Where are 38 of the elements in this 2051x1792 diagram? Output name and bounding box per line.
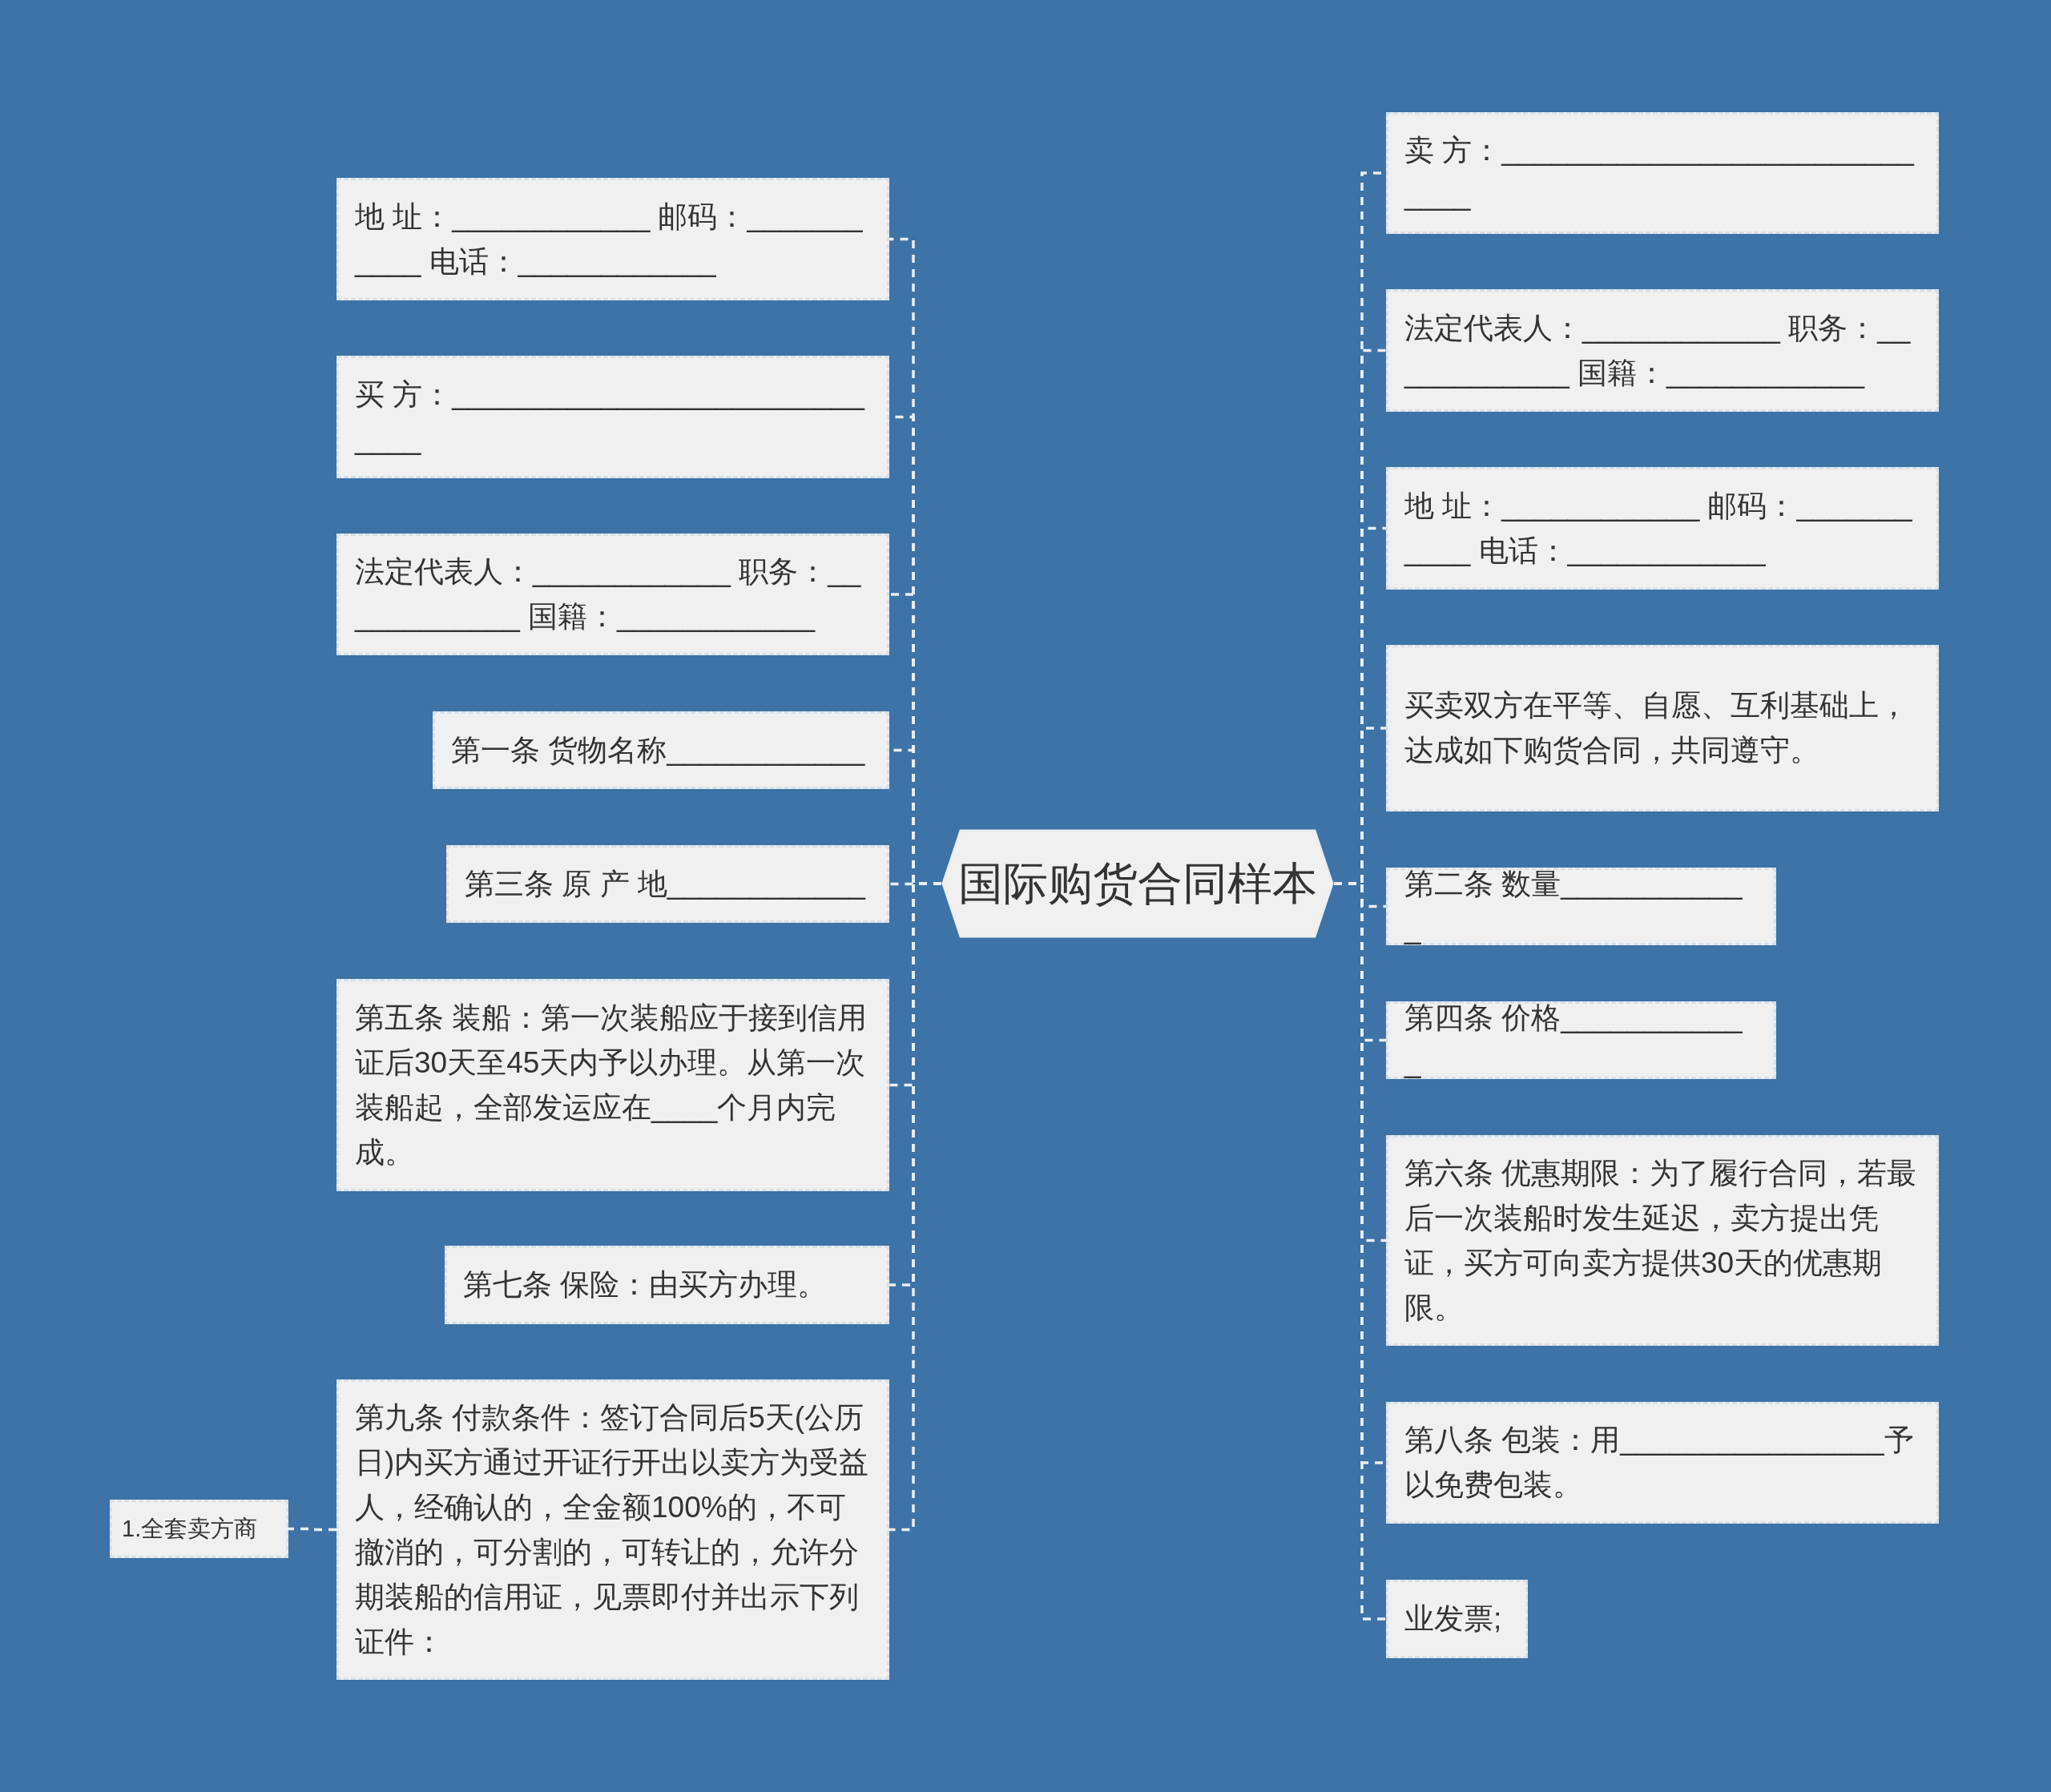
topic-text: 地 址：____________ 邮码：___________ 电话：____________ bbox=[355, 199, 864, 280]
topic-text: 第一条 货物名称____________ bbox=[451, 732, 866, 768]
topic-text: 第九条 付款条件：签订合同后5天(公历日)内买方通过开证行开出以卖方为受益人，经确认的，全金额100%的，不可撤消的，可分割的，可转让的，允许分期装船的信用证，见票即付并出示下列证件： bbox=[355, 1399, 870, 1660]
topic-box bbox=[336, 178, 889, 300]
topic-box bbox=[1386, 645, 1939, 811]
topic-text: 第六条 优惠期限：为了履行合同，若最后一次装船时发生延迟，卖方提出凭证，买方可向卖方提供30天的优惠期限。 bbox=[1404, 1155, 1918, 1326]
topic-box bbox=[336, 356, 889, 478]
topic-text: 法定代表人：____________ 职务：____________ 国籍：____________ bbox=[1404, 310, 1912, 391]
topic-box bbox=[1386, 1135, 1939, 1346]
topic-text: 1.全套卖方商 bbox=[122, 1514, 259, 1543]
central-topic: 国际购货合同样本 bbox=[958, 857, 1317, 910]
connector-line bbox=[288, 1527, 336, 1532]
topic-text: 第四条 价格____________ bbox=[1404, 1000, 1743, 1081]
topic-box bbox=[1386, 868, 1776, 945]
topic-text: 第八条 包装：用________________予以免费包装。 bbox=[1404, 1423, 1915, 1503]
topic-box bbox=[1386, 467, 1939, 590]
topic-box bbox=[1386, 112, 1939, 234]
topic-box bbox=[336, 534, 889, 655]
topic-text: 第二条 数量____________ bbox=[1404, 866, 1743, 947]
topic-text: 地 址：____________ 邮码：___________ 电话：____________ bbox=[1404, 488, 1913, 569]
topic-text: 第三条 原 产 地____________ bbox=[465, 866, 867, 902]
topic-text: 第五条 装船：第一次装船应于接到信用证后30天至45天内予以办理。从第一次装船起，全部发运应在____个月内完成。 bbox=[355, 1000, 868, 1170]
topic-text: 买 方：_____________________________ bbox=[355, 377, 866, 457]
topic-box bbox=[445, 1246, 889, 1324]
topic-box bbox=[433, 711, 889, 789]
topic-text: 法定代表人：____________ 职务：____________ 国籍：____________ bbox=[355, 554, 862, 634]
topic-box bbox=[336, 1379, 889, 1680]
topic-text: 业发票; bbox=[1404, 1601, 1503, 1637]
topic-text: 买卖双方在平等、自愿、互利基础上，达成如下购货合同，共同遵守。 bbox=[1404, 688, 1909, 768]
topic-text: 卖 方：_____________________________ bbox=[1404, 133, 1916, 213]
topic-box bbox=[1386, 1580, 1528, 1658]
topic-box bbox=[1386, 289, 1939, 412]
topic-box bbox=[1386, 1402, 1939, 1524]
topic-box bbox=[110, 1500, 288, 1558]
topic-box bbox=[336, 979, 889, 1191]
topic-box bbox=[446, 845, 889, 923]
topic-box bbox=[1386, 1001, 1776, 1079]
topic-text: 第七条 保险：由买方办理。 bbox=[463, 1267, 828, 1303]
